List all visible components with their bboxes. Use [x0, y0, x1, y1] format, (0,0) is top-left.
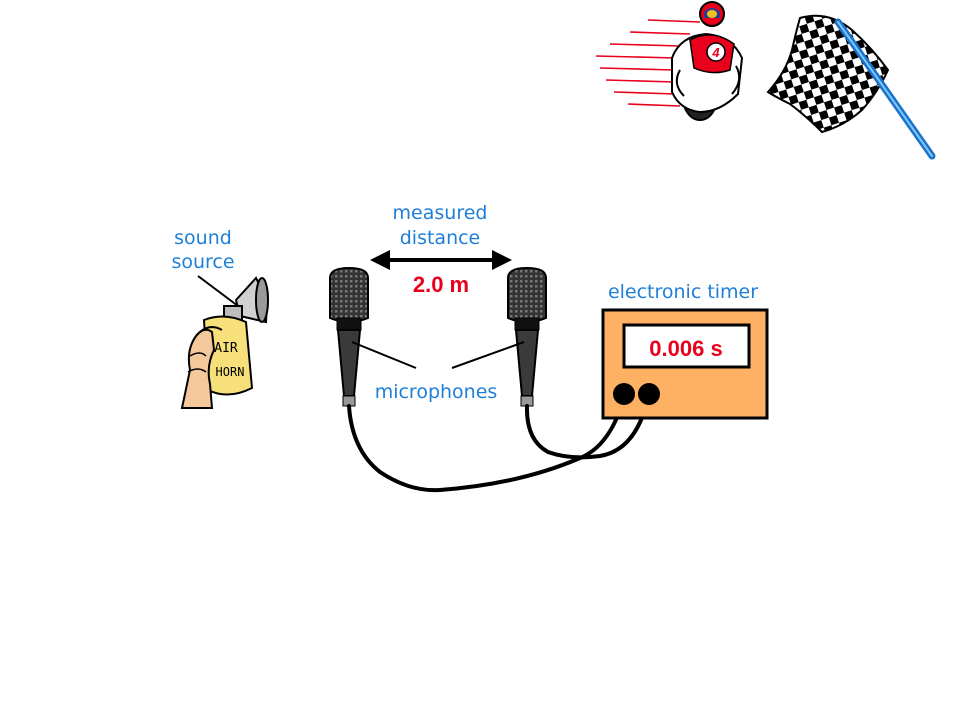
measured-distance-label-line1: measured	[393, 202, 488, 224]
timer-reading: 0.006 s	[649, 336, 722, 361]
distance-arrow	[370, 250, 512, 270]
sound-source-leader	[197, 275, 239, 307]
microphones-leader-left	[351, 341, 417, 369]
sound-source-label-line2: source	[171, 251, 234, 273]
horn-can-text-line1: AIR	[214, 341, 238, 356]
distance-value: 2.0 m	[413, 272, 469, 297]
measured-distance-label-line2: distance	[400, 227, 481, 249]
checkered-flag-icon	[766, 14, 936, 160]
sound-source-label-line1: sound	[174, 227, 232, 249]
svg-text:4: 4	[711, 45, 720, 60]
microphone-icon	[329, 266, 369, 407]
horn-can-text-line2: HORN	[216, 365, 245, 379]
microphone-icon	[507, 266, 547, 407]
microphone-cables	[347, 396, 650, 493]
microphones-label: microphones	[375, 381, 498, 403]
motorbike-racer-icon: 4	[595, 1, 744, 121]
electronic-timer-icon	[601, 308, 769, 420]
microphones-leader-right	[451, 341, 525, 369]
electronic-timer-label: electronic timer	[608, 281, 758, 303]
air-horn-icon: AIR HORN	[180, 276, 269, 409]
